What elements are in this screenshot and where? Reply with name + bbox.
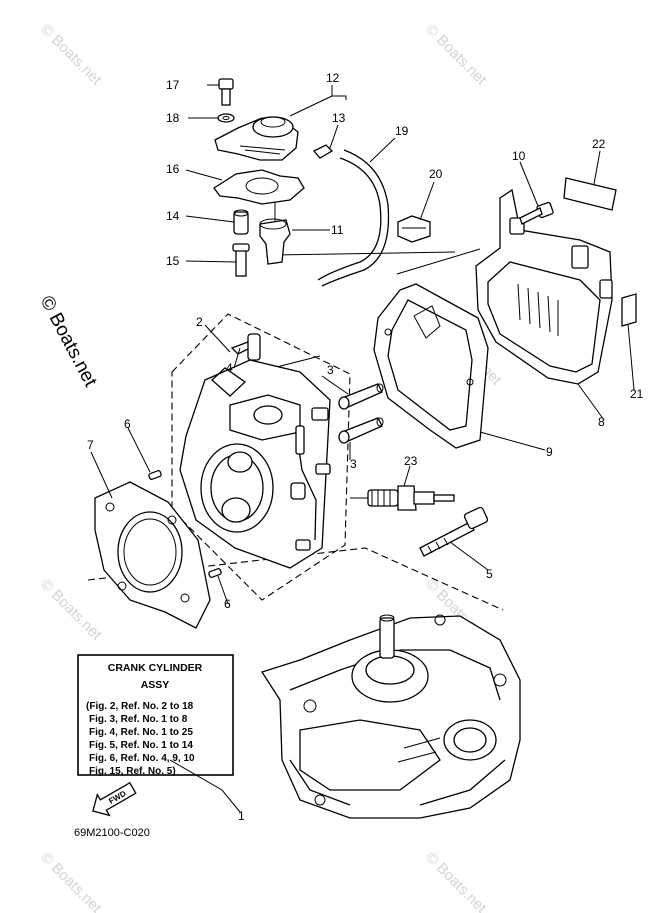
- info-box-line-4: Fig. 5, Ref. No. 1 to 14: [89, 740, 193, 751]
- hose-19: [317, 157, 382, 281]
- ref-17: 17: [166, 78, 180, 92]
- bolt-17-head: [218, 78, 234, 90]
- callout-leaders: [90, 84, 635, 813]
- ref-13: 13: [332, 111, 346, 125]
- dowel-6-lower: [208, 568, 222, 578]
- ref-14: 14: [166, 209, 180, 223]
- spark-plug-23: [367, 485, 455, 511]
- ref-3-upper: 3: [327, 363, 334, 377]
- watermark-top-right: © Boats.net: [422, 21, 490, 89]
- hose-nipple-13: [312, 144, 334, 159]
- ref-3-lower: 3: [350, 457, 357, 471]
- info-box-title-line2: ASSY: [141, 679, 170, 691]
- anodes-3: [338, 383, 384, 444]
- thermostat-11: [259, 219, 291, 265]
- ref-6-lower: 6: [224, 597, 231, 611]
- gasket-16: [213, 169, 305, 205]
- ref-10: 10: [512, 149, 526, 163]
- info-box: CRANK CYLINDER ASSY (Fig. 2, Ref. No. 2 …: [77, 654, 234, 777]
- watermark-top-left: © Boats.net: [37, 21, 105, 89]
- ref-7: 7: [87, 438, 94, 452]
- ref-21: 21: [630, 387, 644, 401]
- thermostat-group: [232, 209, 291, 277]
- info-box-line-5: Fig. 6, Ref. No. 4, 9, 10: [89, 753, 195, 764]
- ref-15: 15: [166, 254, 180, 268]
- watermark-bottom-right: © Boats.net: [422, 849, 490, 913]
- collar-14: [233, 211, 249, 235]
- crank-cylinder-assy-1: [260, 614, 521, 819]
- watermark-bottom-left: © Boats.net: [37, 849, 105, 913]
- dowel-6-upper: [148, 470, 162, 480]
- thermostat-cover-group: [213, 78, 334, 205]
- info-box-line-6: Fig. 15, Ref. No. 5): [89, 766, 176, 777]
- clip-20: [397, 215, 431, 243]
- info-box-title-line1: CRANK CYLINDER: [108, 662, 203, 674]
- cylinder-head-dashed-box: [171, 313, 351, 601]
- ref-5: 5: [486, 567, 493, 581]
- fwd-arrow: FWD: [92, 781, 137, 817]
- ref-12: 12: [326, 71, 340, 85]
- ref-1: 1: [238, 809, 245, 823]
- ref-18: 18: [166, 111, 180, 125]
- info-box-line-3: Fig. 4, Ref. No. 1 to 25: [89, 727, 193, 738]
- ref-9: 9: [546, 445, 553, 459]
- ref-22: 22: [592, 137, 606, 151]
- ref-23: 23: [404, 454, 418, 468]
- info-box-line-1: (Fig. 2, Ref. No. 2 to 18: [86, 701, 194, 712]
- ref-2: 2: [196, 315, 203, 329]
- diagram-code: 69M2100-C020: [74, 827, 150, 839]
- washer-18: [217, 113, 235, 123]
- bolt-17-shank: [221, 88, 231, 106]
- watermark-main: © Boats.net: [36, 292, 102, 390]
- watermark-mid-left: © Boats.net: [37, 576, 105, 644]
- ref-8: 8: [598, 415, 605, 429]
- reference-numbers: 17 18 12 13 19 16 14 11 15 20 10 22 2 4 …: [87, 71, 644, 823]
- cylinder-head-2: [179, 333, 331, 569]
- ref-16: 16: [166, 162, 180, 176]
- head-gasket-7: [94, 481, 211, 629]
- exhaust-cover-8: [475, 188, 613, 385]
- ref-11: 11: [331, 223, 344, 237]
- ref-20: 20: [429, 167, 443, 181]
- info-box-line-2: Fig. 3, Ref. No. 1 to 8: [89, 714, 188, 725]
- ref-6-upper: 6: [124, 417, 131, 431]
- ref-19: 19: [395, 124, 409, 138]
- decal-21: [621, 293, 637, 327]
- gasket-9: [373, 283, 489, 449]
- ref-4: 4: [226, 361, 233, 375]
- bolt-5: [419, 506, 489, 557]
- decal-22: [563, 177, 617, 211]
